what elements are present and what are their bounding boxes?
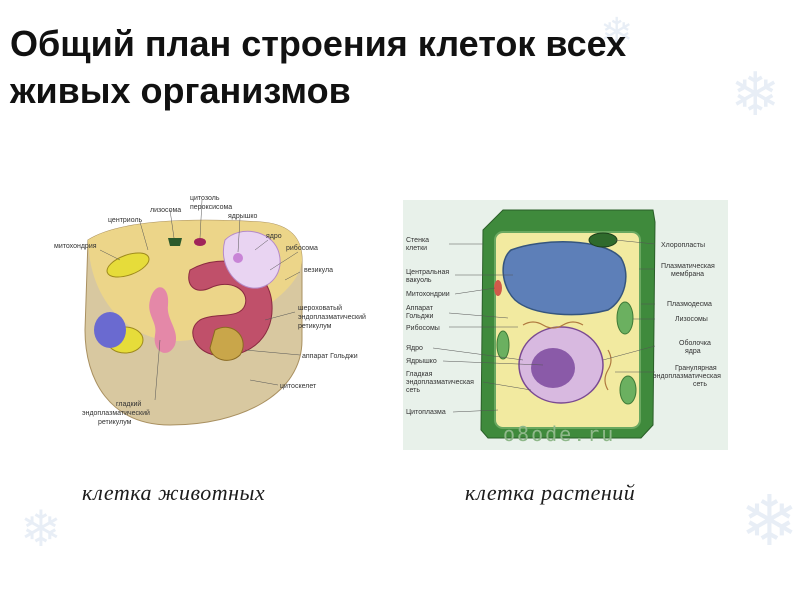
vesicle-shape [94, 312, 126, 348]
plant-nucleolus [531, 348, 575, 388]
background-snowflake: ❄ [740, 480, 799, 562]
label-golgi: аппарат Гольджи [302, 353, 358, 360]
label-smooth-er-3: сеть [406, 387, 420, 394]
label-golgi-2: Гольджи [406, 313, 434, 320]
label-plasma-membrane-2: мембрана [671, 270, 704, 278]
label-rough-er-1: шероховатый [298, 304, 342, 312]
chloroplast-shape [589, 233, 617, 247]
label-cytoplasm: Цитоплазма [406, 409, 446, 416]
label-mitochondria: митохондрия [54, 243, 97, 250]
label-granular-er-1: Гранулярная [675, 365, 717, 372]
label-cell-wall-2: клетки [406, 245, 427, 252]
animal-cell-diagram: цитозоль пероксисома лизосома центриоль … [40, 180, 380, 445]
label-nucleus: ядро [266, 233, 282, 240]
label-plasma-membrane-1: Плазматическая [661, 263, 715, 270]
plant-cell-caption: клетка растений [465, 480, 635, 506]
label-peroxisome: пероксисома [190, 204, 232, 211]
slide-title-line-1: Общий план строения клеток всех [10, 23, 626, 64]
animal-cell-caption: клетка животных [82, 480, 265, 506]
label-cell-wall-1: Стенка [406, 237, 429, 244]
label-cytosol: цитозоль [190, 195, 220, 202]
plant-cell-diagram: Стенка клетки Центральная вакуоль Митохо… [403, 200, 728, 450]
chloroplast-shape [617, 302, 633, 334]
label-centriole: центриоль [108, 217, 143, 224]
golgi-shape [210, 327, 243, 360]
label-nucleolus: Ядрышко [406, 358, 437, 365]
label-lysosome: лизосома [150, 207, 181, 214]
label-smooth-er-2: эндоплазматическая [406, 379, 474, 386]
slide-title-line-2: живых организмов [10, 70, 351, 111]
label-smooth-er-2: эндоплазматический [82, 409, 150, 417]
label-golgi-1: Аппарат [406, 305, 434, 312]
label-ribosomes: Рибосомы [406, 324, 440, 332]
label-rough-er-3: ретикулум [298, 323, 332, 330]
background-snowflake: ❄ [730, 60, 780, 130]
label-mitochondria: Митохондрии [406, 291, 450, 298]
label-nuclear-envelope-2: ядра [685, 348, 701, 355]
nucleolus-shape [233, 253, 243, 263]
background-snowflake: ❄ [20, 500, 62, 558]
label-rough-er-2: эндоплазматический [298, 313, 366, 321]
label-nuclear-envelope-1: Оболочка [679, 339, 711, 347]
label-nucleolus: ядрышко [228, 213, 258, 220]
label-chloroplasts: Хлоропласты [661, 242, 705, 249]
label-vesicle: везикула [304, 267, 333, 274]
label-ribosome: рибосома [286, 244, 318, 252]
label-lysosomes: Лизосомы [675, 316, 708, 323]
central-vacuole [503, 242, 626, 315]
label-plasmodesma: Плазмодесма [667, 301, 712, 308]
label-smooth-er-3: ретикулум [98, 419, 132, 426]
label-smooth-er-1: Гладкая [406, 371, 433, 378]
label-granular-er-3: сеть [693, 381, 707, 388]
watermark: o8ode.ru [503, 422, 615, 446]
chloroplast-shape [620, 376, 636, 404]
peroxisome-shape [194, 238, 206, 246]
label-nucleus: Ядро [406, 345, 423, 352]
slide-title: Общий план строения клеток всех живых ор… [10, 20, 710, 114]
label-smooth-er-1: гладкий [116, 400, 141, 408]
mitochondrion-shape [494, 280, 502, 296]
label-vacuole-2: вакуоль [406, 277, 432, 284]
label-vacuole-1: Центральная [406, 269, 449, 276]
lysosome-shape [168, 238, 182, 246]
chloroplast-shape [497, 331, 509, 359]
label-granular-er-2: эндоплазматическая [653, 373, 721, 380]
label-cytoskeleton: цитоскелет [280, 383, 317, 390]
